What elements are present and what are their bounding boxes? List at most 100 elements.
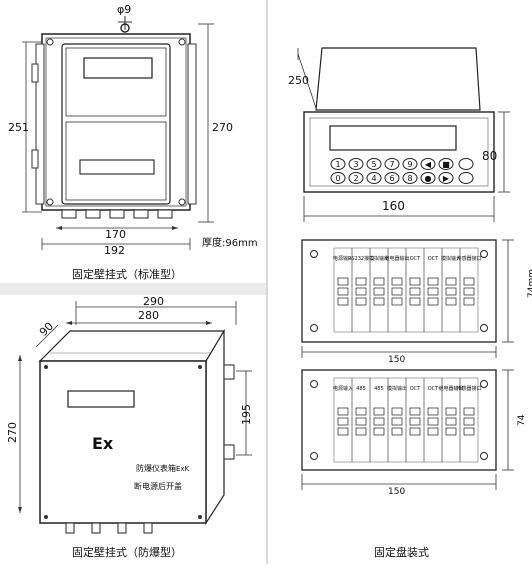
keypad-key-label: ▶ [443,174,450,183]
keypad-key-label: ■ [442,160,450,169]
terminal-screw [373,287,385,296]
terminal-header: OCT [410,386,421,392]
wall-explosion-caption: 固定壁挂式（防爆型） [72,546,182,559]
terminal-screw [445,287,457,296]
keypad-key: 8 [402,172,418,184]
keypad-key-label: 6 [389,174,394,183]
terminal-header: 模拟输出 [369,255,389,262]
dim-height-inner: 195 [240,404,253,425]
terminal-screw [337,277,349,286]
keypad-key: 3 [348,158,364,170]
terminal-screw [337,407,349,416]
terminal-screw [463,407,475,416]
terminal-column: 模拟输出 [387,377,407,463]
terminal-screw [391,297,403,306]
terminal-screw [427,407,439,416]
terminal-screw [409,287,421,296]
terminal-screw [337,297,349,306]
terminal-screw [409,407,421,416]
dim-width-inner: 280 [138,309,159,322]
panel-mount-caption: 固定盘装式 [374,546,429,559]
plate-line2: 断电源后开盖 [134,481,182,491]
terminal-screw [463,297,475,306]
terminal-top-height: 74mm [527,269,532,298]
dim-height-left: 251 [8,121,29,134]
panel-lcd [329,125,457,151]
terminal-screw [463,427,475,436]
terminal-screw [355,407,367,416]
keypad-key: ◀ [420,158,436,170]
terminal-screw [409,417,421,426]
terminal-header: OCT [428,386,439,392]
wall-standard-panel: φ9 251 270 [0,0,266,283]
terminal-screw [427,427,439,436]
keypad-key: ■ [438,158,454,170]
terminal-screw [445,297,457,306]
terminal-header: 模拟输出 [387,385,407,392]
dim-depth: 厚度:96mm [202,236,258,249]
keypad-key-label: 7 [389,160,394,169]
terminal-screw [427,277,439,286]
terminal-screw [409,277,421,286]
keypad-key-label: 2 [353,174,358,183]
wall-standard-drawing: φ9 251 270 [8,3,258,257]
terminal-screw [391,277,403,286]
terminal-header: 485 [374,386,384,392]
keypad-key: 7 [384,158,400,170]
dim-depth: 250 [288,74,309,87]
terminal-screw [409,297,421,306]
dim-width-outer: 290 [143,295,164,308]
terminal-screw [337,287,349,296]
keypad-key: ▶ [438,172,454,184]
explosion-window [67,390,135,408]
keypad-key: 9 [402,158,418,170]
terminal-screw [373,427,385,436]
terminal-screw [463,277,475,286]
terminal-screw [463,417,475,426]
terminal-header: 电源输入 [333,385,353,392]
terminal-screw [355,427,367,436]
keypad-key-label: 1 [335,160,340,169]
dim-width: 160 [382,199,405,213]
terminal-column: 485 [369,377,389,463]
terminal-screw [409,427,421,436]
keypad-key-label: ◀ [425,160,432,169]
terminal-screw [445,417,457,426]
section-divider-horizontal [0,283,266,295]
keypad-key-label: 9 [407,160,412,169]
terminal-header: OCT [428,256,439,262]
keypad-key-label: 8 [407,174,412,183]
ex-mark: Ex [92,434,114,453]
terminal-screw [427,287,439,296]
keypad-function-key [458,172,474,184]
keypad-key: ● [420,172,436,184]
terminal-screw [427,297,439,306]
terminal-screw [337,427,349,436]
terminal-header: 485 [356,386,366,392]
terminal-screw [445,427,457,436]
terminal-screw [355,417,367,426]
dim-hole-label: φ9 [117,3,131,16]
terminal-screw [373,277,385,286]
terminal-column: 传感器接口 [456,247,482,333]
terminal-bottom-height: 74 [517,414,527,426]
dim-width-inner: 170 [105,228,126,241]
wall-standard-lcd [83,57,153,79]
plate-mark: ExK [176,465,190,473]
keypad-key-label: 5 [371,160,376,169]
section-divider-vertical [266,0,268,564]
keypad-key-label: 0 [335,174,340,183]
terminal-header: RS232接口 [348,255,374,262]
terminal-header: 继电器输出 [384,255,409,262]
terminal-header: 继电器输出 [438,385,463,392]
wall-standard-caption: 固定壁挂式（标准型） [72,268,182,281]
terminal-column: 485 [351,377,371,463]
terminal-screw [391,427,403,436]
terminal-screw [445,407,457,416]
terminal-bottom-width: 150 [388,487,405,497]
terminal-screw [427,417,439,426]
keypad-key: 5 [366,158,382,170]
